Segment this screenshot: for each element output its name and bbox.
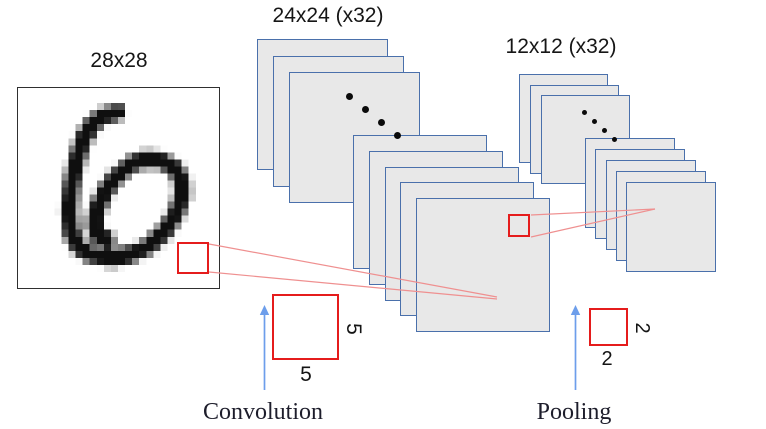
- stack-ellipsis-dot: [611, 136, 617, 142]
- input-receptive-field-box: [177, 242, 209, 274]
- input-size-label: 28x28: [90, 49, 148, 72]
- stack-ellipsis-dot: [601, 127, 607, 133]
- mnist-digit-image: [19, 89, 217, 286]
- pool-kernel-box: [589, 308, 628, 346]
- stack-ellipsis-dot: [591, 118, 597, 124]
- conv-map-pooling-window-box: [508, 214, 530, 237]
- convolution-arrow: [259, 305, 270, 390]
- conv-kernel-height-label: 5: [342, 323, 365, 335]
- stack-ellipsis-dot: [345, 92, 353, 100]
- stack-ellipsis-dot: [361, 105, 369, 113]
- stack-ellipsis-dot: [393, 131, 401, 139]
- pooling-operation-label: Pooling: [536, 399, 612, 425]
- conv-kernel-width-label: 5: [300, 363, 312, 386]
- convolution-arrow-head-icon: [259, 305, 270, 315]
- stack-ellipsis-dot: [377, 118, 385, 126]
- feature-map-pool-front-5: [626, 182, 716, 272]
- pool-layer-size-label: 12x12 (x32): [505, 35, 617, 58]
- conv-layer-size-label: 24x24 (x32): [272, 4, 384, 27]
- input-image-box: [17, 87, 220, 289]
- conv-kernel-box: [272, 294, 339, 360]
- pool-kernel-width-label: 2: [601, 348, 613, 370]
- convolution-operation-label: Convolution: [202, 399, 323, 425]
- pool-kernel-height-label: 2: [631, 322, 653, 334]
- pooling-arrow-head-icon: [570, 305, 581, 315]
- stack-ellipsis-dot: [581, 109, 587, 115]
- pooling-arrow: [570, 305, 581, 390]
